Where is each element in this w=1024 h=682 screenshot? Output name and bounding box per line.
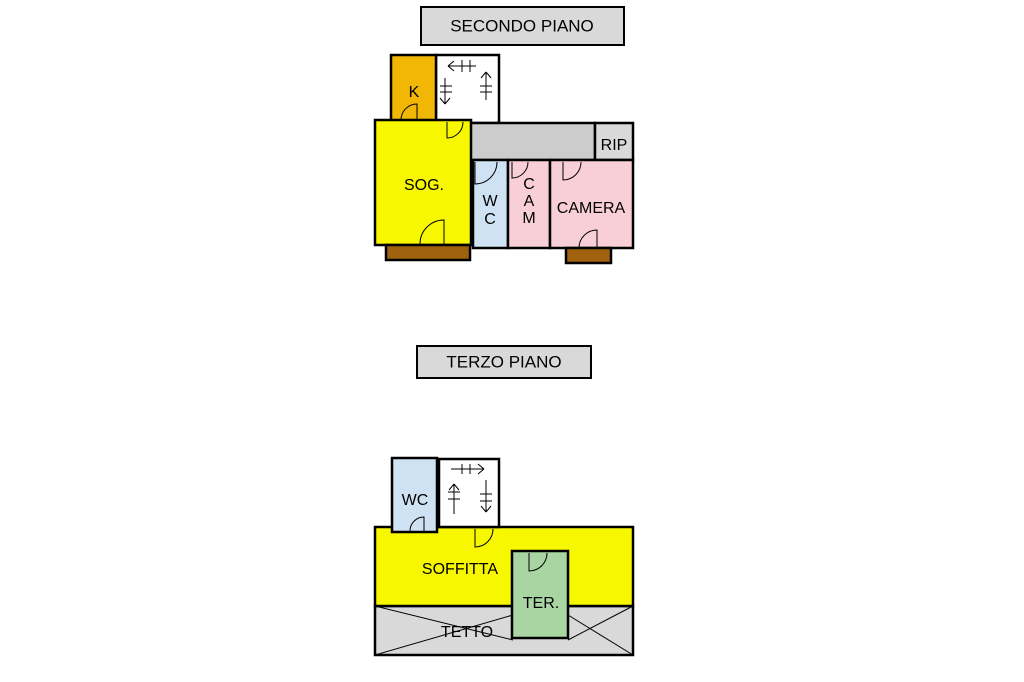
second-stairs: [434, 53, 501, 125]
balcony-left: [384, 243, 472, 262]
room-small-bedroom: C A M: [506, 158, 552, 250]
room-roof: TETTO: [373, 604, 635, 657]
second-floor-title-text: SECONDO PIANO: [450, 16, 594, 35]
room-small-bedroom-label-2: A: [524, 193, 535, 210]
room-terrace-label: TER.: [523, 595, 559, 612]
room-living-label: SOG.: [404, 177, 444, 194]
room-living: SOG.: [373, 118, 473, 247]
third-floor-title: TERZO PIANO: [416, 345, 592, 379]
third-floor-title-text: TERZO PIANO: [446, 352, 561, 371]
room-storage: RIP: [593, 121, 635, 162]
room-wc-third-label: WC: [402, 492, 429, 509]
room-wc-second-label-1: W: [482, 193, 498, 210]
room-kitchen: K: [389, 53, 438, 124]
room-terrace: TER.: [510, 549, 570, 640]
room-kitchen-label: K: [409, 84, 420, 101]
room-attic: SOFFITTA: [373, 525, 635, 608]
room-bedroom-label: CAMERA: [557, 200, 626, 217]
second-floor: SECONDO PIANO K RIP SOG.: [373, 6, 635, 265]
room-wc-second: W C: [471, 158, 510, 250]
room-roof-label: TETTO: [441, 624, 493, 641]
room-wc-second-label-2: C: [484, 211, 496, 228]
second-floor-title: SECONDO PIANO: [420, 6, 625, 46]
balcony-right: [564, 246, 613, 265]
room-attic-label: SOFFITTA: [422, 561, 498, 578]
third-stairs: [437, 457, 501, 529]
room-wc-third: WC: [390, 456, 439, 534]
room-bedroom: CAMERA: [548, 158, 635, 250]
room-small-bedroom-label-1: C: [523, 176, 535, 193]
room-corridor: [468, 121, 597, 162]
room-small-bedroom-label-3: M: [522, 210, 535, 227]
room-storage-label: RIP: [601, 137, 628, 154]
third-floor: TERZO PIANO TETTO SOFFITTA WC: [373, 345, 635, 657]
